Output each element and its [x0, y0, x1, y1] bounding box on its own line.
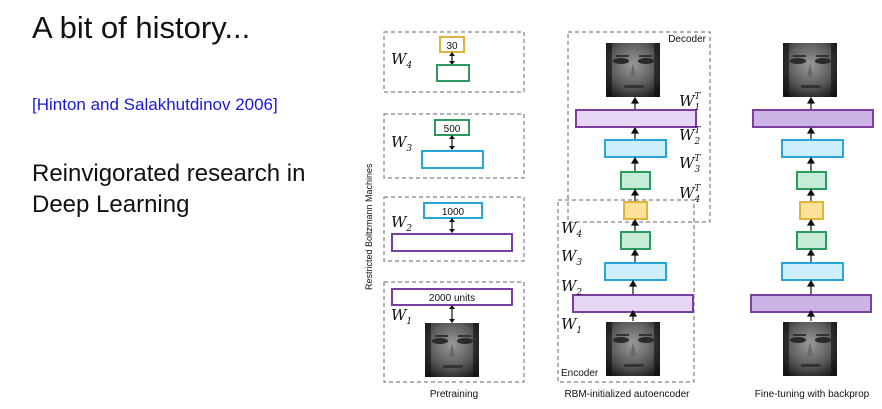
visible-layer-box	[421, 150, 484, 169]
encoder-layer-1000	[604, 262, 667, 281]
encoder-layer-500	[620, 231, 651, 250]
body-line-1: Reinvigorated research in	[32, 160, 306, 187]
finetune-column: Fine-tuning with backprop	[750, 43, 874, 400]
decoder-layer-1000	[604, 139, 667, 158]
ft-layer-1000-bottom	[781, 262, 844, 281]
reconstructed-face-image	[783, 43, 837, 97]
arrowhead	[449, 52, 455, 65]
pretraining-caption: Pretraining	[430, 389, 478, 400]
rbm-box-1	[383, 281, 525, 383]
rbm-box-2	[383, 196, 525, 262]
decoder-box	[567, 31, 711, 223]
input-face-image	[606, 322, 660, 376]
autoencoder-caption: RBM-initialized autoencoder	[564, 389, 690, 400]
decoder-layer-500	[620, 171, 651, 190]
ft-code-layer	[799, 201, 824, 220]
ft-layer-2000-top	[752, 109, 874, 128]
w1-label: W1	[391, 306, 412, 327]
citation-link[interactable]: [Hinton and Salakhutdinov 2006]	[32, 95, 278, 114]
units-1000-box	[423, 202, 483, 219]
arrowhead	[449, 305, 455, 323]
enc-w4-label: W4	[561, 219, 582, 240]
ft-layer-2000-bottom	[750, 294, 872, 313]
units-2000-label: 2000 units	[429, 293, 475, 304]
encoder-box	[557, 199, 695, 383]
rbm-box-4	[383, 31, 525, 93]
decoder-label: Decoder	[668, 34, 706, 45]
finetune-caption: Fine-tuning with backprop	[755, 389, 870, 400]
visible-layer-box	[391, 233, 513, 252]
ft-layer-1000-top	[781, 139, 844, 158]
w2-label: W2	[391, 213, 412, 234]
w3-label: W3	[391, 133, 412, 154]
body-line-2: Deep Learning	[32, 191, 190, 218]
ft-layer-500-top	[796, 171, 827, 190]
units-30-label: 30	[446, 41, 458, 52]
flow-arrows	[806, 96, 816, 321]
enc-w3-label: W3	[561, 247, 582, 268]
encoder-layer-2000	[572, 294, 694, 313]
body-text: Reinvigorated research in Deep Learning	[32, 158, 372, 220]
arrowhead	[449, 218, 455, 233]
flow-arrows	[628, 96, 640, 321]
rbm-box-3	[383, 113, 525, 179]
input-face-image	[783, 322, 837, 376]
slide-title: A bit of history...	[32, 10, 251, 45]
arrowhead	[449, 135, 455, 150]
reconstructed-face-image	[606, 43, 660, 97]
enc-w2-label: W2	[561, 277, 582, 298]
units-1000-label: 1000	[442, 207, 465, 218]
side-label: Restricted Boltzmann Machines	[364, 163, 374, 290]
ft-layer-500-bottom	[796, 231, 827, 250]
code-layer-30	[623, 201, 648, 220]
enc-w1-label: W1	[561, 315, 582, 336]
hidden-layer-box	[436, 64, 470, 82]
units-500-label: 500	[444, 124, 461, 135]
decoder-layer-2000	[575, 109, 697, 128]
w4-label: W4	[391, 50, 412, 71]
input-face-image	[425, 323, 479, 377]
encoder-label: Encoder	[561, 368, 599, 379]
pretraining-column: 30 W4 500 W3 1000 W2 2000 units W1 Pretr…	[383, 31, 525, 400]
